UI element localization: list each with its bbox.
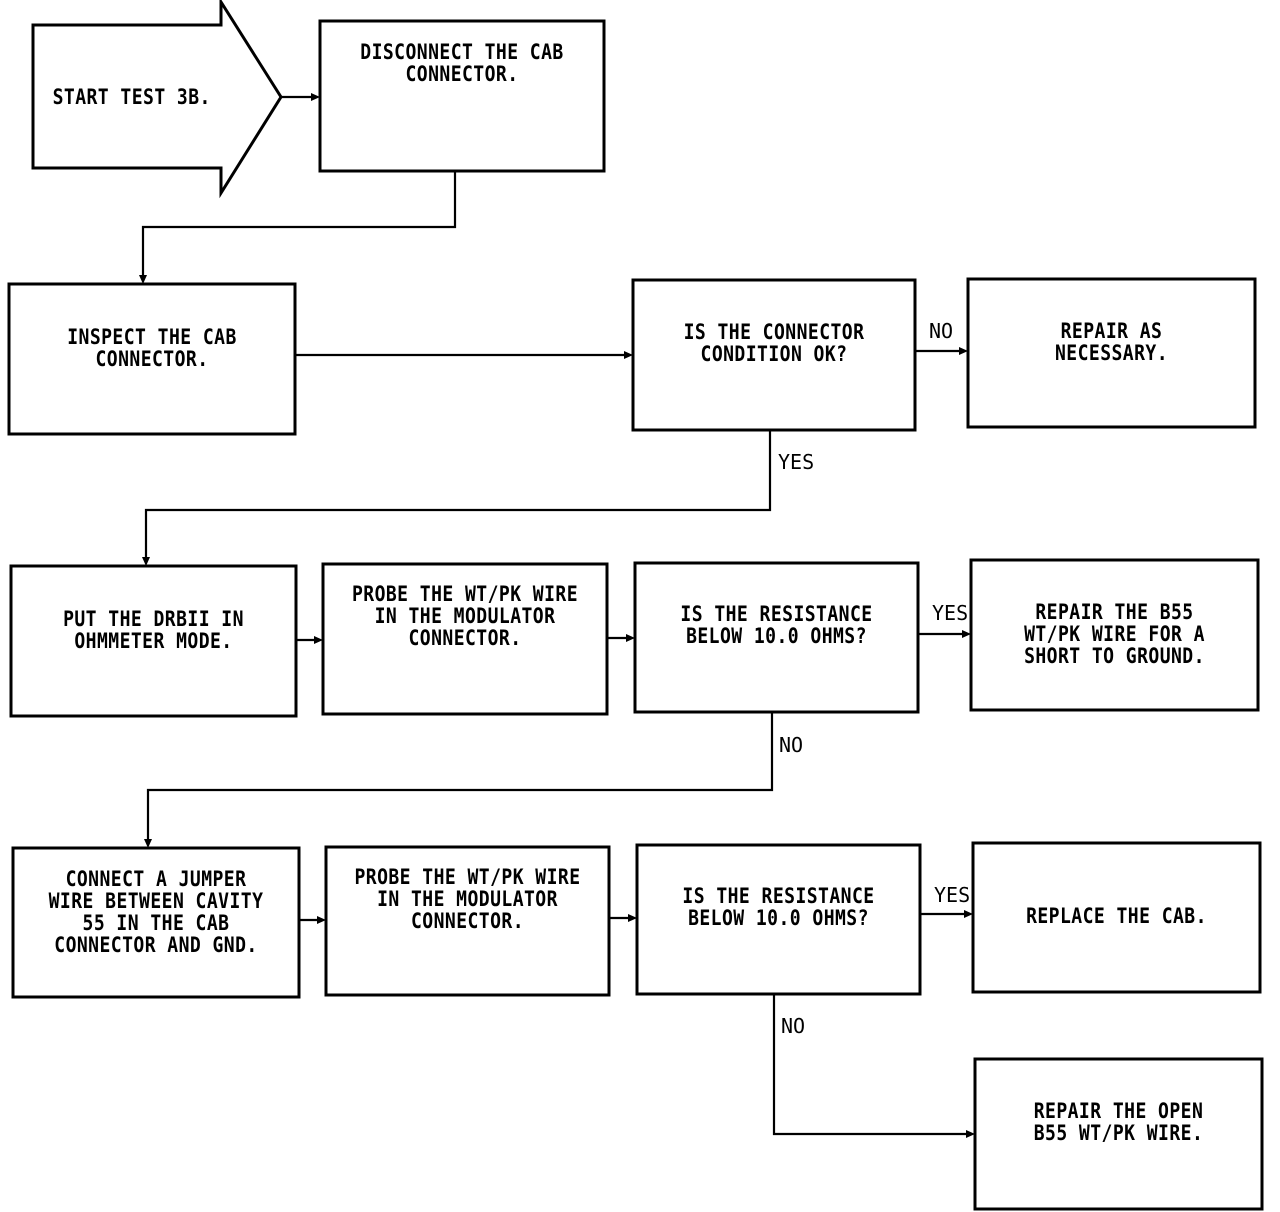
- probe-2-text: PROBE THE WT/PK WIRE IN THE MODULATOR CO…: [354, 865, 581, 933]
- repair-open-text: REPAIR THE OPEN B55 WT/PK WIRE.: [1033, 1099, 1204, 1145]
- q-resistance-2-text: IS THE RESISTANCE BELOW 10.0 OHMS?: [682, 884, 875, 930]
- label-yes-resistance-1: YES: [932, 601, 969, 625]
- connector-q-resistance-1-no: [144, 712, 774, 848]
- box-repair-necessary: [966, 277, 1257, 429]
- label-no-resistance-1: NO: [779, 733, 804, 757]
- box-replace-cab: [971, 841, 1262, 994]
- box-probe-1: [321, 562, 609, 716]
- connector-disconnect-to-inspect: [139, 171, 457, 284]
- box-probe-2: [324, 845, 611, 997]
- q-resistance-1-text: IS THE RESISTANCE BELOW 10.0 OHMS?: [680, 602, 873, 648]
- connector-q-condition-no: [915, 347, 968, 355]
- disconnect-text: DISCONNECT THE CAB CONNECTOR.: [360, 40, 564, 86]
- label-no-condition: NO: [929, 319, 954, 343]
- probe-1-text: PROBE THE WT/PK WIRE IN THE MODULATOR CO…: [351, 582, 579, 650]
- connector-put-drbii-to-probe-1: [296, 636, 323, 644]
- replace-cab-text: REPLACE THE CAB.: [1026, 904, 1207, 928]
- inspect-text: INSPECT THE CAB CONNECTOR.: [67, 325, 237, 371]
- repair-short-text: REPAIR THE B55 WT/PK WIRE FOR A SHORT TO…: [1024, 600, 1205, 668]
- box-q-condition: [631, 278, 917, 432]
- repair-necessary-text: REPAIR AS NECESSARY.: [1054, 319, 1169, 365]
- start-label: START TEST 3B.: [52, 85, 211, 109]
- connector-inspect-to-q-condition: [295, 351, 633, 359]
- connector-q-resistance-1-yes: [918, 630, 971, 638]
- connector-q-resistance-2-yes: [920, 910, 973, 918]
- label-yes-condition: YES: [778, 450, 815, 474]
- connector-probe-1-to-q-resistance-1: [607, 634, 635, 642]
- connector-q-resistance-2-no: [772, 994, 975, 1138]
- q-condition-text: IS THE CONNECTOR CONDITION OK?: [683, 320, 865, 366]
- put-drbii-text: PUT THE DRBII IN OHMMETER MODE.: [63, 607, 244, 653]
- box-repair-short: [969, 558, 1260, 712]
- box-repair-open: [973, 1057, 1264, 1211]
- connect-jumper-text: CONNECT A JUMPER WIRE BETWEEN CAVITY 55 …: [48, 867, 264, 957]
- connector-start-to-disconnect: [281, 93, 320, 101]
- connector-probe-2-to-q-resistance-2: [609, 914, 637, 922]
- connector-q-condition-yes: [142, 430, 772, 566]
- box-disconnect: [318, 19, 606, 173]
- box-connect-jumper: [11, 846, 301, 999]
- box-put-drbii: [9, 564, 298, 718]
- connector-connect-jumper-to-probe-2: [299, 916, 326, 924]
- box-inspect: [7, 282, 297, 436]
- box-q-resistance-1: [633, 561, 920, 714]
- label-yes-resistance-2: YES: [934, 883, 971, 907]
- label-no-resistance-2: NO: [781, 1014, 806, 1038]
- start-arrow-shape: [31, 0, 283, 199]
- box-q-resistance-2: [635, 843, 922, 996]
